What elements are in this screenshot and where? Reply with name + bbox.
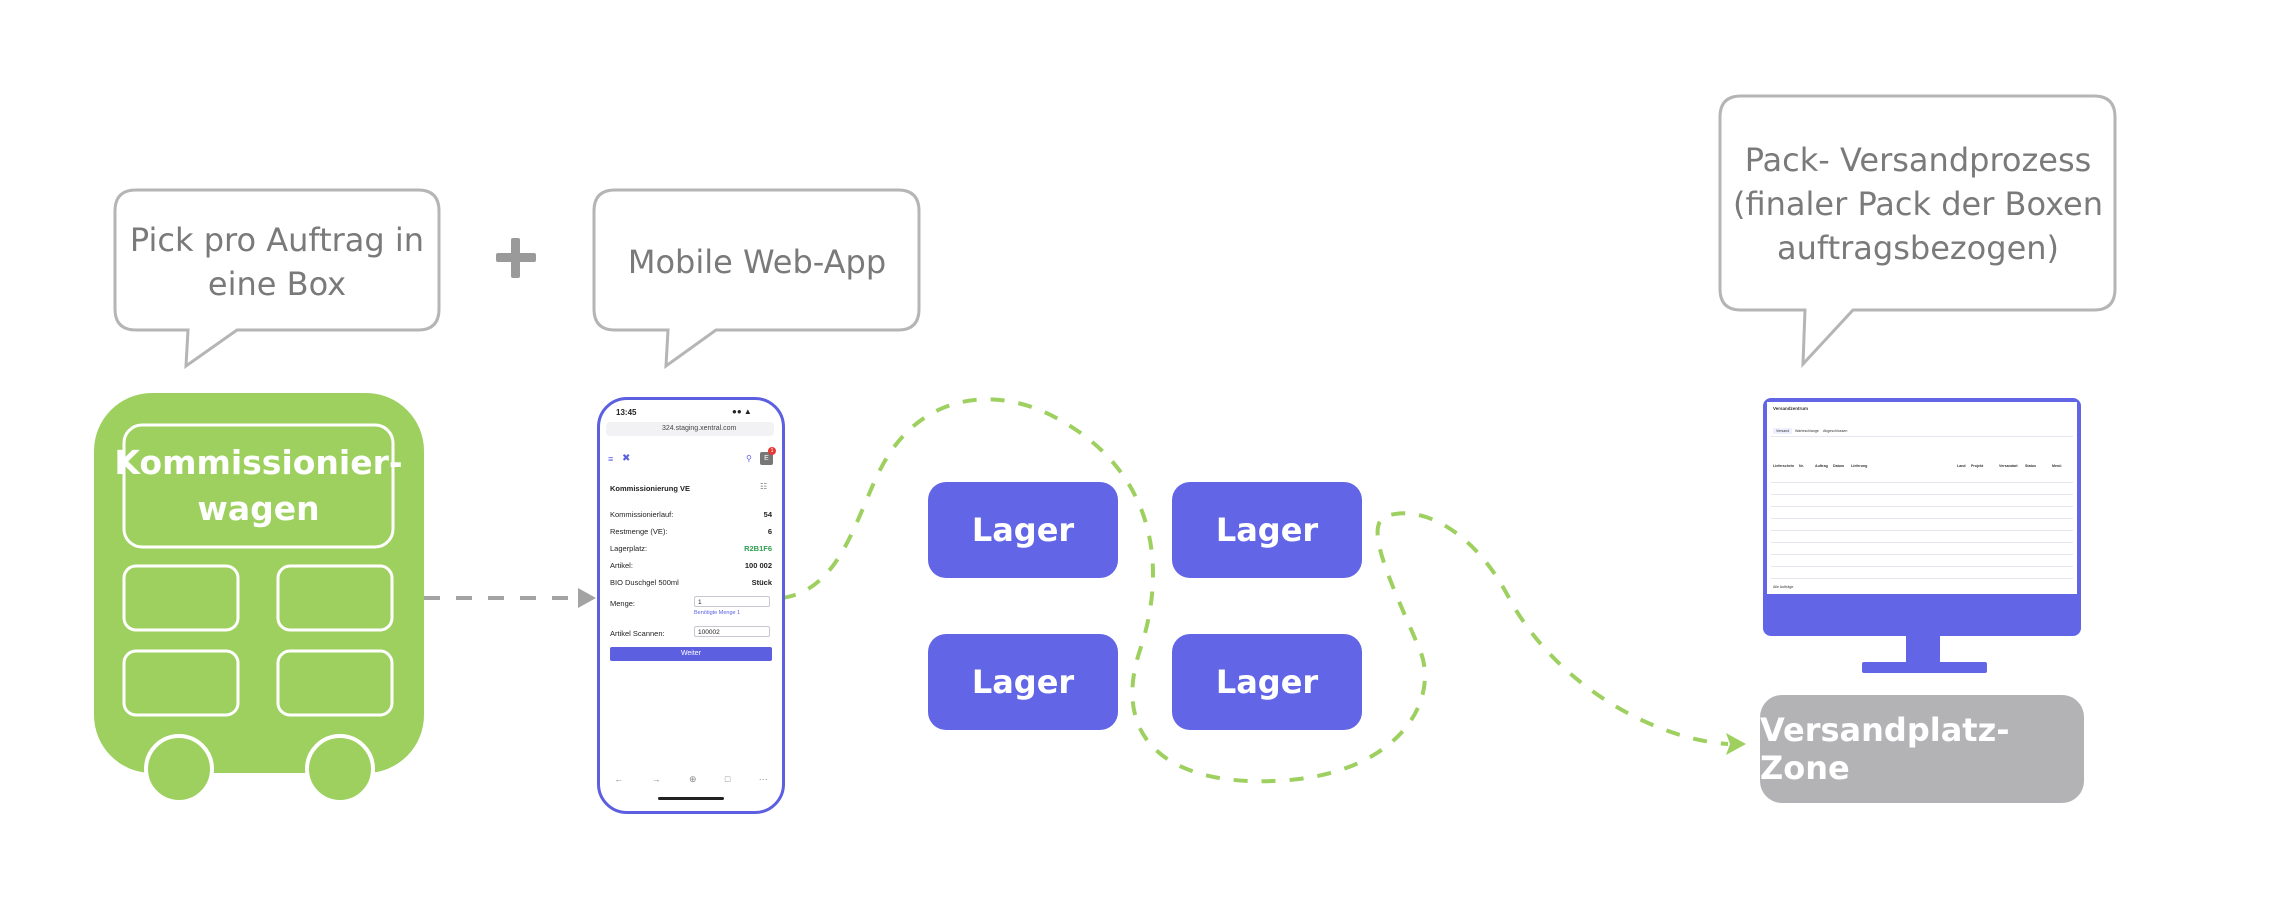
cart-wheel [144,734,214,804]
shipping-app: Versandzentrum Versand Warteschlange Abg… [1767,402,2077,594]
cart-title: Kommissionier-wagen [114,443,403,528]
logo-icon: ✖ [622,453,631,464]
picking-route [781,397,1729,784]
col-header: Menü [2052,464,2062,468]
cart-box [276,564,394,632]
phone-mockup: 13:45 ●● ▲ 324.staging.xentral.com ≡ ✖ ⚲… [597,397,785,814]
menge-hint: Benötigte Menge 1 [694,610,741,616]
bubble-mobile-shape [592,188,921,370]
back-icon[interactable]: ← [614,774,624,784]
bubble-pick-shape [113,188,441,370]
status-icons: ●● ▲ [732,407,752,416]
table-row[interactable] [1771,542,2073,543]
home-indicator [658,797,724,800]
url-text: 324.staging.xentral.com [662,425,737,432]
bubble-pack-text: Pack- Versandprozess(finaler Pack der Bo… [1733,141,2103,267]
table-row[interactable] [1771,578,2073,579]
app-title: Versandzentrum [1773,406,1809,411]
settings-icon[interactable]: ☷ [760,482,768,491]
col-header: Auftrag [1815,464,1828,468]
plus-icon [496,238,536,278]
col-header: Land [1957,464,1966,468]
url-bar[interactable] [606,422,774,436]
table-row[interactable] [1771,530,2073,531]
cart-title-box [122,423,395,549]
lager-box: Lager [928,634,1118,730]
weiter-button[interactable]: Weiter [610,647,772,661]
col-header: Projekt [1971,464,1984,468]
lager-box: Lager [928,482,1118,578]
avatar[interactable]: E [760,452,773,465]
menu-icon[interactable]: ≡ [608,454,614,464]
forward-icon[interactable]: → [651,774,661,784]
cart-box [122,564,240,632]
col-header: Versandart [1999,464,2018,468]
page-title: Kommissionierung VE [610,484,691,493]
cart-wheel [305,734,375,804]
more-icon[interactable]: ⋯ [758,774,768,784]
app-tab[interactable]: Warteschlange [1795,429,1819,433]
lager-box: Lager [1172,482,1362,578]
app-tab[interactable]: Versand [1773,428,1793,434]
search-icon[interactable]: ⚲ [746,454,752,463]
versandplatz-zone: Versandplatz-Zone [1760,695,2084,803]
table-row[interactable] [1771,554,2073,555]
col-header: Lieferschein [1773,464,1795,468]
new-tab-icon[interactable]: ⊕ [688,774,697,784]
menge-input[interactable]: 1 [694,596,770,607]
col-header: Datum [1833,464,1845,468]
field-row: Restmenge (VE):6 [610,527,772,536]
col-header: Lieferung [1851,464,1868,468]
table-footer: Alle Aufträge [1773,585,1794,589]
browser-toolbar: ← → ⊕ □ ⋯ [600,774,782,785]
cart-illustration [94,393,424,804]
arrow-cart-to-phone [424,588,596,608]
tabs-icon[interactable]: □ [724,774,731,784]
bubble-pack-shape [1718,94,2117,368]
divider [1771,436,2073,437]
field-row: Artikel:100 002 [610,561,772,570]
menge-label: Menge: [610,599,636,608]
table-row[interactable] [1771,566,2073,567]
field-row: Kommissionierlauf:54 [610,510,772,519]
arrow-head-zone [1726,733,1746,755]
table-row[interactable] [1771,494,2073,495]
cart-body [94,393,424,773]
col-header: Status [2025,464,2036,468]
cart-box [276,649,394,717]
table-row[interactable] [1771,506,2073,507]
scanner-input[interactable]: 100002 [694,626,770,637]
app-tab[interactable]: Abgeschlossen [1823,429,1848,433]
table-row[interactable] [1771,482,2073,483]
lager-box: Lager [1172,634,1362,730]
scanner-label: Artikel Scannen: [610,629,665,638]
col-header: Nr. [1799,464,1804,468]
field-row: Lagerplatz:R2B1F6 [610,544,772,553]
notification-badge: 1 [768,447,776,455]
table-row[interactable] [1771,518,2073,519]
bubble-mobile-text: Mobile Web-App [627,243,887,281]
monitor-screen: Versandzentrum Versand Warteschlange Abg… [1763,398,2081,638]
cart-box [122,649,240,717]
status-time: 13:45 [616,408,637,417]
